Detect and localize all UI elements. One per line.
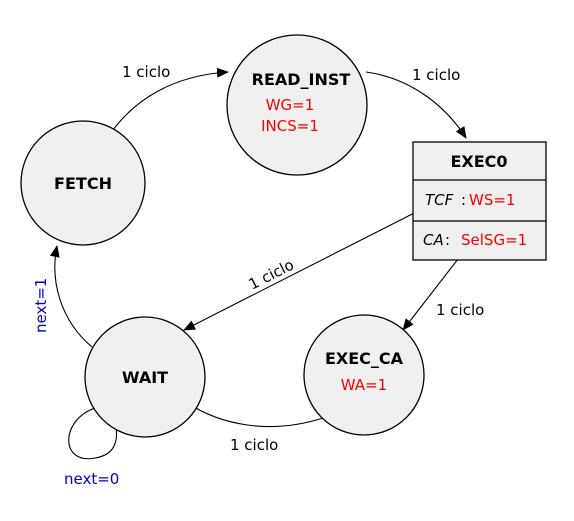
edge-wait-to-fetch — [49, 245, 93, 348]
state-read-inst-output-1: WG=1 — [266, 96, 315, 114]
state-exec-ca — [303, 314, 425, 436]
edge-exec0-to-wait — [183, 204, 431, 331]
state-read-inst-name: READ_INST — [252, 70, 351, 89]
state-fetch-name: FETCH — [54, 174, 112, 193]
exec0-condition-ca: CA — [423, 231, 444, 249]
edge-read-inst-to-exec0 — [365, 71, 467, 139]
state-exec-ca-name: EXEC_CA — [325, 349, 404, 368]
label-exec0-to-wait: 1 ciclo — [246, 256, 297, 294]
state-wait-name: WAIT — [122, 368, 168, 387]
label-read-inst-to-exec0: 1 ciclo — [412, 66, 460, 84]
exec0-output-ws: WS=1 — [469, 191, 515, 209]
edge-wait-self-loop — [68, 407, 121, 460]
exec0-separator-1: : — [461, 191, 466, 209]
state-exec0 — [412, 141, 547, 261]
state-read-inst — [226, 34, 368, 176]
edge-exec-ca-to-wait — [185, 401, 324, 427]
label-fetch-to-read-inst: 1 ciclo — [122, 63, 170, 81]
state-fetch — [20, 120, 146, 246]
state-read-inst-output-2: INCS=1 — [261, 117, 319, 135]
exec0-output-selsg: SelSG=1 — [461, 231, 527, 249]
edge-exec0-to-exec-ca — [402, 249, 466, 331]
state-wait — [84, 316, 206, 438]
label-exec-ca-to-wait: 1 ciclo — [230, 436, 278, 454]
label-wait-self-loop: next=0 — [64, 470, 119, 488]
state-exec-ca-output: WA=1 — [341, 376, 387, 394]
state-exec0-name: EXEC0 — [450, 152, 507, 171]
exec0-separator-2: : — [445, 231, 450, 249]
exec0-condition-tcf: TCF — [425, 191, 454, 209]
label-wait-to-fetch: next=1 — [32, 278, 50, 333]
label-exec0-to-exec-ca: 1 ciclo — [436, 301, 484, 319]
